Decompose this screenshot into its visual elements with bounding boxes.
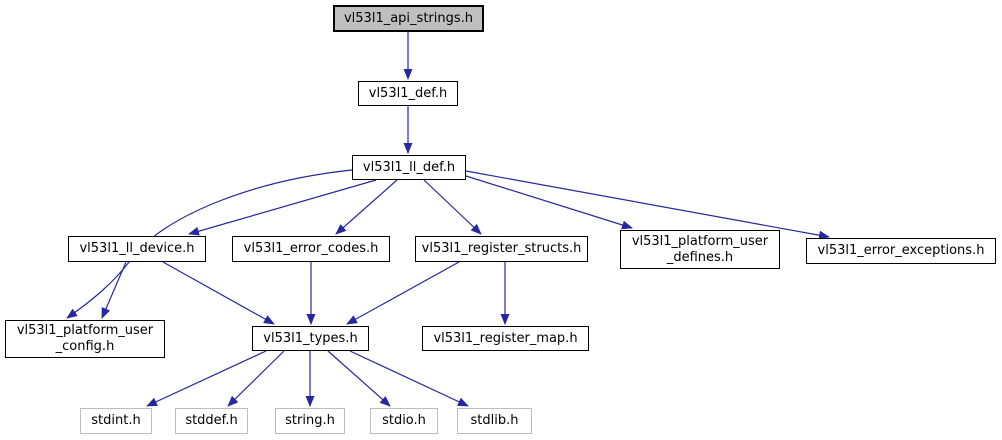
- edge-types-to-stdio: [327, 350, 391, 407]
- edge-register_structs-to-types: [346, 261, 460, 325]
- node-vl53l1_register_map[interactable]: vl53l1_register_map.h: [422, 326, 589, 351]
- node-label: vl53l1_register_structs.h: [421, 241, 582, 256]
- edge-types-to-stdlib: [349, 350, 469, 407]
- node-vl53l1_platform_user_defines[interactable]: vl53l1_platform_user _defines.h: [620, 230, 780, 269]
- node-vl53l1_error_codes[interactable]: vl53l1_error_codes.h: [232, 236, 390, 262]
- node-stdlib: stdlib.h: [457, 408, 532, 434]
- node-vl53l1_api_strings: vl53l1_api_strings.h: [333, 5, 484, 32]
- node-label: stdlib.h: [470, 413, 519, 428]
- node-label: string.h: [285, 413, 335, 428]
- node-vl53l1_types[interactable]: vl53l1_types.h: [252, 326, 369, 351]
- node-stdio: stdio.h: [370, 408, 438, 434]
- node-label: stdint.h: [91, 413, 141, 428]
- node-label: vl53l1_error_exceptions.h: [817, 243, 985, 258]
- node-string: string.h: [275, 408, 345, 434]
- node-vl53l1_def[interactable]: vl53l1_def.h: [358, 81, 458, 106]
- node-vl53l1_ll_device[interactable]: vl53l1_ll_device.h: [68, 236, 206, 262]
- edge-types-to-stdint: [146, 350, 267, 407]
- node-vl53l1_error_exceptions[interactable]: vl53l1_error_exceptions.h: [806, 238, 996, 264]
- node-label: vl53l1_ll_def.h: [362, 159, 456, 175]
- edge-ll_def-to-register_structs: [423, 179, 482, 235]
- node-label: vl53l1_platform_user _defines.h: [631, 233, 769, 265]
- node-label: vl53l1_platform_user _config.h: [16, 323, 154, 354]
- node-label: stddef.h: [185, 413, 238, 428]
- node-label: vl53l1_ll_device.h: [79, 241, 195, 256]
- node-label: vl53l1_types.h: [263, 330, 358, 346]
- node-vl53l1_ll_def[interactable]: vl53l1_ll_def.h: [352, 155, 466, 180]
- edge-types-to-stddef: [227, 350, 285, 407]
- node-stdint: stdint.h: [80, 408, 152, 434]
- edge-ll_def-to-error_codes: [335, 179, 398, 235]
- edge-ll_def-to-platform_user_defines: [465, 175, 633, 230]
- node-label: stdio.h: [382, 413, 426, 428]
- edge-ll_def-to-error_exceptions: [465, 170, 830, 240]
- node-label: vl53l1_def.h: [368, 85, 448, 101]
- node-label: vl53l1_api_strings.h: [343, 10, 474, 26]
- edge-ll_device-to-types: [162, 261, 275, 325]
- node-vl53l1_platform_user_config[interactable]: vl53l1_platform_user _config.h: [5, 320, 165, 358]
- edge-ll_def-to-ll_device: [188, 179, 377, 236]
- node-stddef: stddef.h: [175, 408, 248, 434]
- node-label: vl53l1_register_map.h: [433, 330, 578, 346]
- edge-ll_device-to-platform_user_config: [101, 261, 127, 319]
- node-label: vl53l1_error_codes.h: [243, 241, 379, 256]
- node-vl53l1_register_structs[interactable]: vl53l1_register_structs.h: [415, 236, 588, 262]
